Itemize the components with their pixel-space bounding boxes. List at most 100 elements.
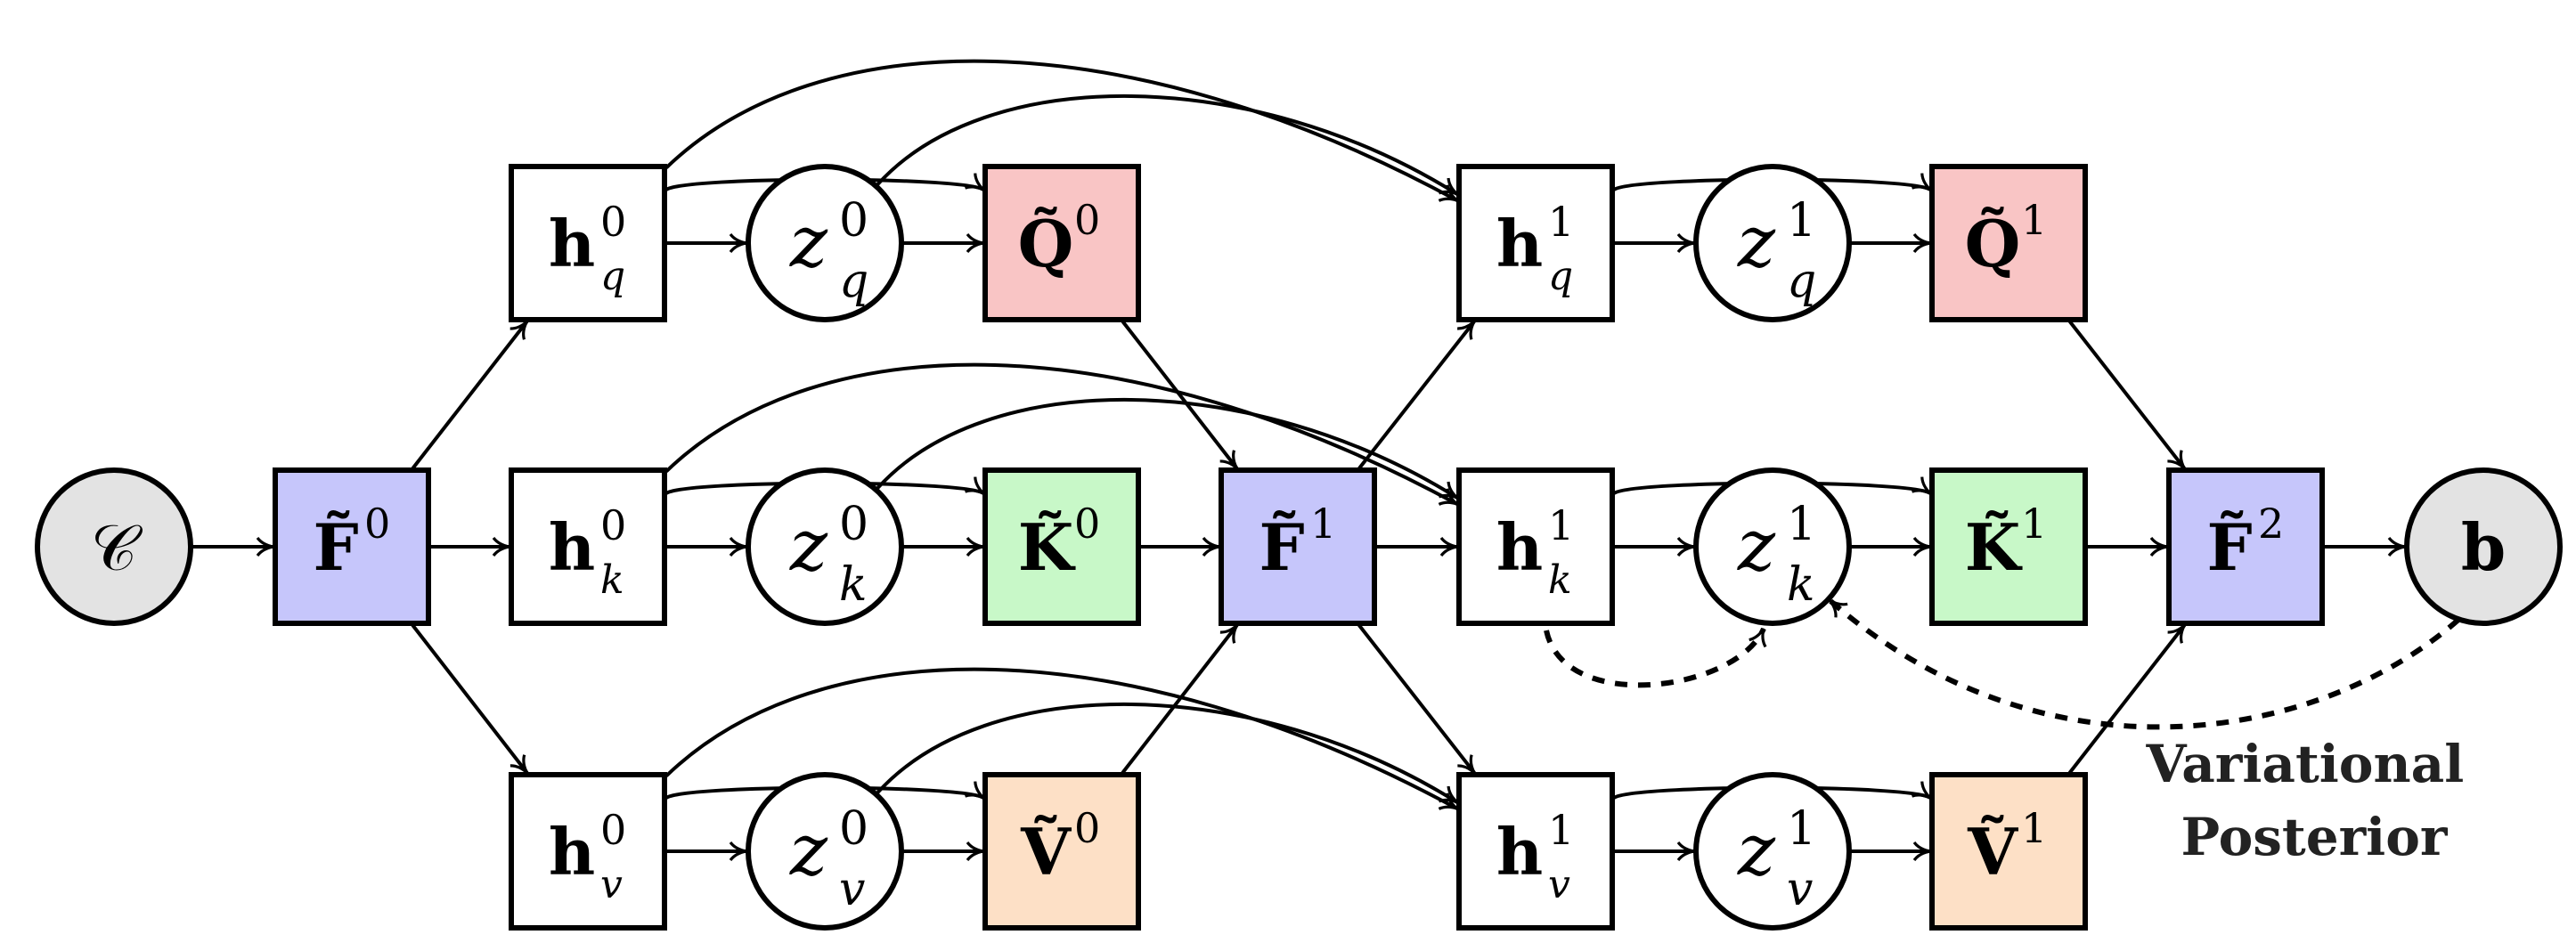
node-V0-superscript: 0 xyxy=(1074,804,1100,852)
node-zk0-circle xyxy=(746,467,904,626)
node-zk1-base: z xyxy=(1737,504,1776,587)
node-K1-superscript: 1 xyxy=(2021,500,2047,548)
node-hk1-label: h xyxy=(1496,509,1543,585)
node-hq1-box xyxy=(1456,164,1615,322)
node-K0-box xyxy=(982,467,1141,626)
node-Q1-label: Q̃ xyxy=(1965,206,2021,281)
node-zk0-subscript: k xyxy=(839,558,868,612)
node-b-base: b xyxy=(2461,509,2506,585)
edge-zv0-to-hv1 xyxy=(876,702,1459,804)
node-F1-box xyxy=(1219,467,1377,626)
edge-F0-to-hv0 xyxy=(411,623,529,775)
edge-Q1-to-F2 xyxy=(2068,320,2186,470)
node-K0-base: K̃ xyxy=(1018,509,1076,585)
node-hq0-base: h xyxy=(549,206,595,281)
node-zv1-superscript: 1 xyxy=(1787,802,1816,856)
node-C-label: 𝒞 xyxy=(91,510,143,585)
node-hv0-superscript: 0 xyxy=(600,806,626,854)
node-zq0-superscript: 0 xyxy=(839,194,868,248)
node-zv1-subscript: v xyxy=(1787,863,1813,916)
node-C-circle xyxy=(35,467,193,626)
node-V1-box xyxy=(1929,772,2088,931)
node-F1: F̃1 xyxy=(1219,467,1377,626)
node-C: 𝒞 xyxy=(35,467,193,626)
node-hk1-box xyxy=(1456,467,1615,626)
node-zv1-circle xyxy=(1693,772,1852,931)
node-zq1-circle xyxy=(1693,164,1852,322)
node-Q0-label: Q̃ xyxy=(1018,206,1074,281)
node-zk1-subscript: k xyxy=(1787,558,1815,612)
node-zk1-label: z xyxy=(1737,504,1776,587)
node-F2-label: F̃ xyxy=(2206,509,2252,585)
node-zk0-label: z xyxy=(789,504,828,587)
node-hq0-box xyxy=(509,164,667,322)
node-hv1-superscript: 1 xyxy=(1548,806,1574,854)
node-b-label: b xyxy=(2461,509,2506,585)
node-V0-box xyxy=(982,772,1141,931)
node-K0: K̃0 xyxy=(982,467,1141,626)
node-F0-superscript: 0 xyxy=(364,500,390,548)
node-hv0-subscript: v xyxy=(600,862,623,907)
node-zv0-superscript: 0 xyxy=(839,802,868,856)
node-Q1: Q̃1 xyxy=(1929,164,2088,322)
edge-hk0-to-hk1 xyxy=(664,362,1459,506)
node-hv1-box xyxy=(1456,772,1615,931)
node-F2-base: F̃ xyxy=(2206,509,2252,585)
edge-zq0-to-hq1 xyxy=(876,93,1459,196)
node-F1-superscript: 1 xyxy=(1310,500,1336,548)
node-hk0-box xyxy=(509,467,667,626)
edge-zk0-to-hk1 xyxy=(876,397,1459,500)
node-V0-base: Ṽ xyxy=(1020,814,1072,890)
edge-V0-to-F1 xyxy=(1121,623,1239,775)
edge-F1-to-hq1 xyxy=(1357,320,1476,470)
node-hv1-base: h xyxy=(1496,814,1543,890)
node-F1-base: F̃ xyxy=(1259,509,1304,585)
edge-Q0-to-F1 xyxy=(1121,320,1239,470)
node-F2-box xyxy=(2166,467,2325,626)
node-zk1-circle xyxy=(1693,467,1852,626)
node-hk0-base: h xyxy=(549,509,595,585)
node-hk1-base: h xyxy=(1496,509,1543,585)
edge-b-to-zk1-dashed xyxy=(1828,597,2460,730)
node-K1-label: K̃ xyxy=(1965,509,2023,585)
node-F0-box xyxy=(273,467,431,626)
node-hv1-subscript: v xyxy=(1548,862,1570,907)
node-K1: K̃1 xyxy=(1929,467,2088,626)
node-zq1-label: z xyxy=(1737,200,1776,283)
node-K1-base: K̃ xyxy=(1965,509,2023,585)
node-hq0-subscript: q xyxy=(600,254,625,299)
node-zq0-base: z xyxy=(789,200,828,283)
node-Q0-base: Q̃ xyxy=(1018,206,1074,281)
node-zq1-base: z xyxy=(1737,200,1776,283)
node-zv0-base: z xyxy=(789,809,828,891)
node-hv0-box xyxy=(509,772,667,931)
node-hv0-base: h xyxy=(549,814,595,890)
node-zq1-superscript: 1 xyxy=(1787,194,1816,248)
node-C-base: 𝒞 xyxy=(91,510,143,585)
node-zv1-base: z xyxy=(1737,809,1776,891)
annotation-line-2: Posterior xyxy=(2181,807,2449,867)
node-V1-superscript: 1 xyxy=(2021,804,2047,852)
node-V1-base: Ṽ xyxy=(1967,814,2018,890)
node-hk0-subscript: k xyxy=(600,557,624,603)
node-V0-label: Ṽ xyxy=(1020,814,1072,890)
node-Q0: Q̃0 xyxy=(982,164,1141,322)
node-F2: F̃2 xyxy=(2166,467,2325,626)
edge-F1-to-hv1 xyxy=(1357,623,1476,775)
node-zk1-superscript: 1 xyxy=(1787,498,1816,551)
node-hk1-superscript: 1 xyxy=(1548,501,1574,549)
node-F0: F̃0 xyxy=(273,467,431,626)
edge-hv0-to-hv1 xyxy=(664,667,1459,810)
node-zq0-subscript: q xyxy=(839,255,868,308)
